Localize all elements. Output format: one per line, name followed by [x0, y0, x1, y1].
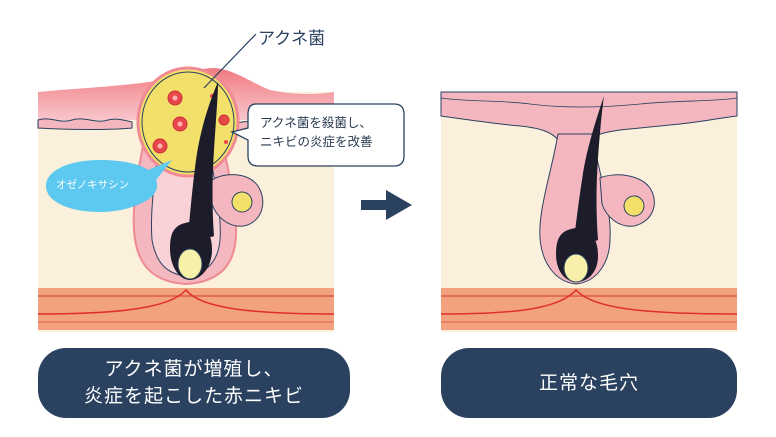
arrow-icon: [361, 190, 412, 220]
drug-bubble: [46, 160, 172, 212]
drug-label: オゼノキサシン: [56, 179, 130, 191]
right-sebum-blob: [623, 195, 645, 217]
callout-bubble: [230, 103, 405, 167]
left-hair-bulb: [177, 248, 203, 280]
left-epidermis: [37, 118, 133, 130]
right-fat-layer: [441, 288, 737, 330]
caption-normal-pore: 正常な毛穴: [441, 348, 737, 418]
right-epidermis: [440, 91, 738, 141]
callout-line-1: アクネ菌を殺菌し、: [260, 115, 372, 130]
right-panel: [440, 91, 738, 332]
callout-text: アクネ菌を殺菌し、 ニキビの炎症を改善: [260, 113, 373, 151]
right-hair: [574, 96, 604, 242]
right-hair-bulb: [563, 253, 589, 283]
caption-left-line-2: 炎症を起こした赤ニキビ: [83, 385, 304, 407]
left-sebum-blob: [231, 191, 253, 213]
callout-line-2: ニキビの炎症を改善: [260, 134, 373, 149]
bacteria-label: アクネ菌: [258, 29, 326, 49]
acne-bacteria: [152, 90, 230, 154]
left-fat-layer: [38, 288, 334, 330]
bacteria-leader: [203, 33, 257, 89]
left-hair: [188, 82, 218, 238]
caption-left-line-1: アクネ菌が増殖し、: [104, 358, 284, 380]
caption-right-text: 正常な毛穴: [538, 371, 639, 394]
caption-inflamed-acne: アクネ菌が増殖し、 炎症を起こした赤ニキビ: [38, 348, 350, 418]
